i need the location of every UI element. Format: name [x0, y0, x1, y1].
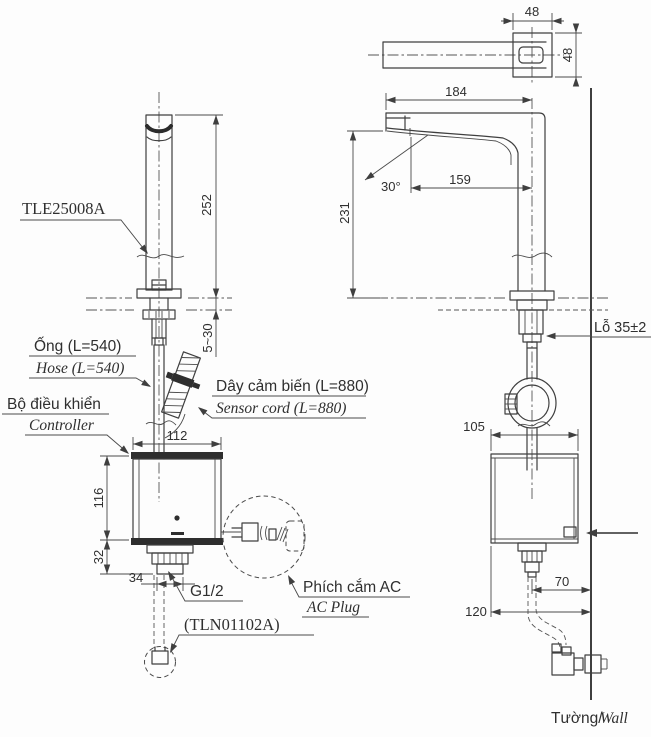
faucet-body-front	[136, 114, 185, 291]
dim-top-depth: 48	[560, 48, 575, 62]
supply-fitting-side	[517, 542, 572, 656]
sensor-beam-line	[364, 134, 429, 181]
controller-top-bar	[131, 452, 223, 459]
sensor-cord-label-vi: Dây cảm biến (L=880)	[216, 378, 369, 395]
supply-valve-circle	[144, 646, 176, 678]
hose-break-side	[517, 421, 551, 427]
supply-valve	[151, 650, 169, 665]
dim-top-width: 48	[525, 4, 539, 19]
body-top-view	[512, 32, 553, 78]
dim-spout-reach: 184	[445, 84, 467, 99]
supply-valve-code-label: (TLN01102A)	[184, 615, 280, 634]
controller-bottom-bar	[131, 538, 223, 545]
controller-box-side	[490, 453, 638, 544]
side-break-line	[511, 252, 553, 258]
ac-adapter-body	[285, 520, 305, 552]
wall-label-en: Wall	[600, 710, 628, 727]
hose-side	[504, 347, 557, 471]
dim-controller-width: 112	[167, 428, 188, 443]
cord-coil-outer	[507, 377, 557, 429]
deck-lines-front	[86, 297, 232, 311]
thread-size-label: G1/2	[190, 583, 224, 600]
spout-top-view	[368, 27, 564, 83]
deck-lines-side	[377, 297, 608, 311]
supply-line-front	[144, 575, 176, 678]
side-view	[347, 13, 651, 700]
dim-front-height: 252	[199, 194, 214, 216]
sensor-cord-curve	[164, 413, 186, 439]
ac-plug-label-vi: Phích cắm AC	[303, 579, 401, 596]
wall-connector	[551, 652, 608, 676]
dim-fitting-width: 34	[129, 570, 143, 585]
sensor-window-top	[518, 46, 544, 64]
spout-tip-band	[145, 124, 173, 134]
connector-plug	[171, 372, 195, 388]
ac-plug-label-en: AC Plug	[306, 599, 360, 616]
sensor-cord-connector	[160, 351, 202, 419]
front-leaders	[2, 219, 410, 653]
controller-label-en: Controller	[29, 417, 95, 434]
dim-controller-depth: 105	[463, 419, 485, 434]
controller-led	[174, 515, 180, 521]
sensor-cord-label-en: Sensor cord (L=880)	[216, 400, 346, 417]
spout-tip-line	[146, 136, 172, 142]
front-view	[2, 92, 410, 678]
controller-slot	[171, 532, 184, 535]
ac-plug-detail	[221, 495, 306, 579]
faucet-side-profile	[385, 98, 553, 500]
front-dimensions	[100, 114, 223, 591]
dim-fitting-height: 32	[91, 550, 106, 564]
dim-deck-thickness: 5~30	[200, 323, 215, 352]
hose-label-vi: Ống (L=540)	[34, 337, 121, 355]
dim-side-height: 231	[337, 202, 352, 224]
mount-hardware-front	[136, 288, 182, 346]
hose-label-en: Hose (L=540)	[35, 360, 124, 377]
hose-front	[145, 344, 177, 460]
side-dimensions	[347, 13, 651, 617]
hose-break-line	[145, 420, 177, 426]
mount-hardware-side	[509, 290, 555, 349]
dim-sensor-angle: 30°	[381, 179, 401, 194]
hook-direction-arrow	[586, 529, 597, 537]
controller-label-vi: Bộ điều khiển	[7, 396, 101, 413]
dim-controller-to-wall: 120	[465, 604, 487, 619]
wall-bracket	[563, 526, 577, 538]
dim-controller-height: 116	[91, 488, 106, 509]
supply-fitting-front	[146, 544, 194, 575]
ac-plug-circle	[222, 495, 306, 579]
product-code-label: TLE25008A	[22, 199, 105, 218]
dim-spout-outlet-reach: 159	[449, 172, 471, 187]
body-break-line	[136, 254, 185, 259]
wall-label-vi: Tường/	[551, 710, 603, 727]
cord-coil-inner	[514, 384, 550, 422]
controller-box-front	[131, 452, 223, 545]
ac-plug-body	[241, 522, 259, 542]
hole-note-label: Lỗ 35±2	[594, 319, 646, 336]
dim-supply-to-wall: 70	[555, 574, 569, 589]
